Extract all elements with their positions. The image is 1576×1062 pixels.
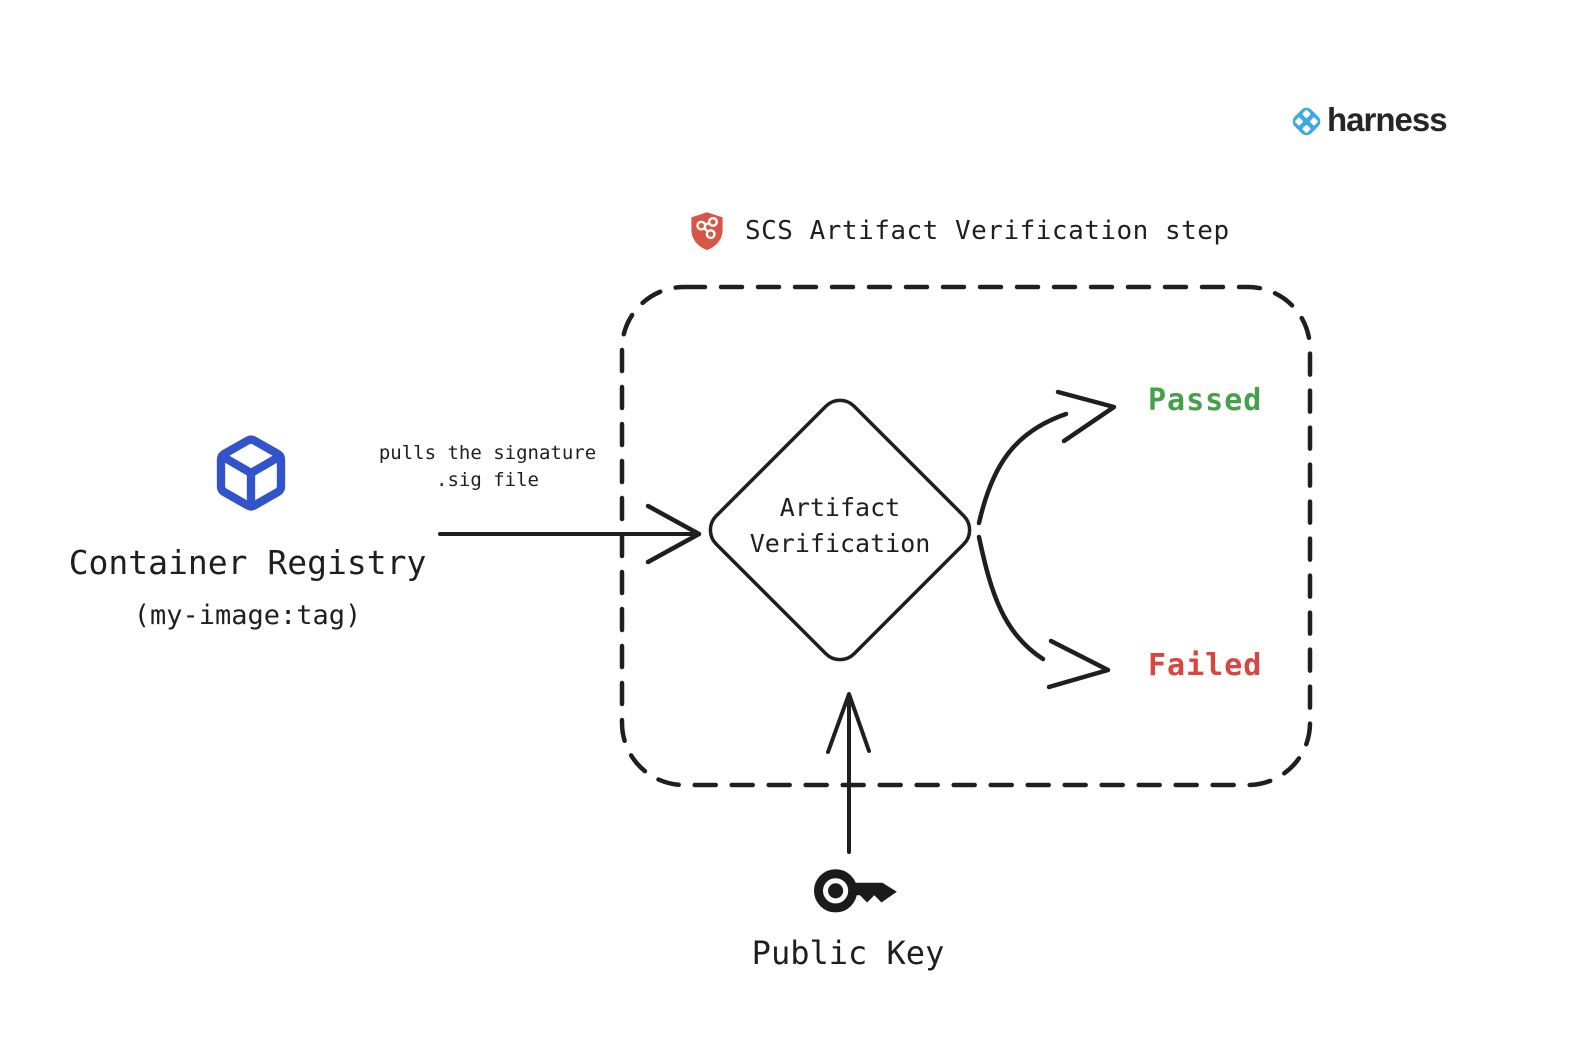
input-arrow-label-line1: pulls the signature [378,442,597,464]
brand-logo-text: harness [1327,101,1448,138]
outcome-failed-label: Failed [1148,648,1263,683]
decision-label-line2: Verification [749,529,931,558]
failed-arrow-head [1046,638,1111,690]
brand-logo: harness [1289,101,1448,139]
cube-icon [211,426,291,520]
input-arrow-label-line2: .sig file [436,469,539,491]
step-title: SCS Artifact Verification step [745,216,1230,246]
shield-pipeline-icon [690,211,724,251]
public-key-label: Public Key [751,934,945,972]
outcome-passed-label: Passed [1148,383,1263,418]
step-header: SCS Artifact Verification step [690,209,1230,253]
key-icon [814,860,904,918]
decision-label: Artifact Verification [715,490,965,562]
decision-diamond [708,398,972,662]
decision-label-line1: Artifact [779,493,901,522]
passed-arrow-head [1055,389,1117,444]
failed-branch-curve [976,534,1046,662]
container-registry-title: Container Registry [68,543,427,582]
container-registry-subtitle: (my-image:tag) [133,600,362,631]
harness-logo-icon [1289,104,1324,139]
passed-branch-curve [976,411,1069,526]
public-key-arrow-head [826,692,871,754]
input-arrow-head [645,503,702,565]
input-arrow-label: pulls the signature .sig file [360,440,615,494]
